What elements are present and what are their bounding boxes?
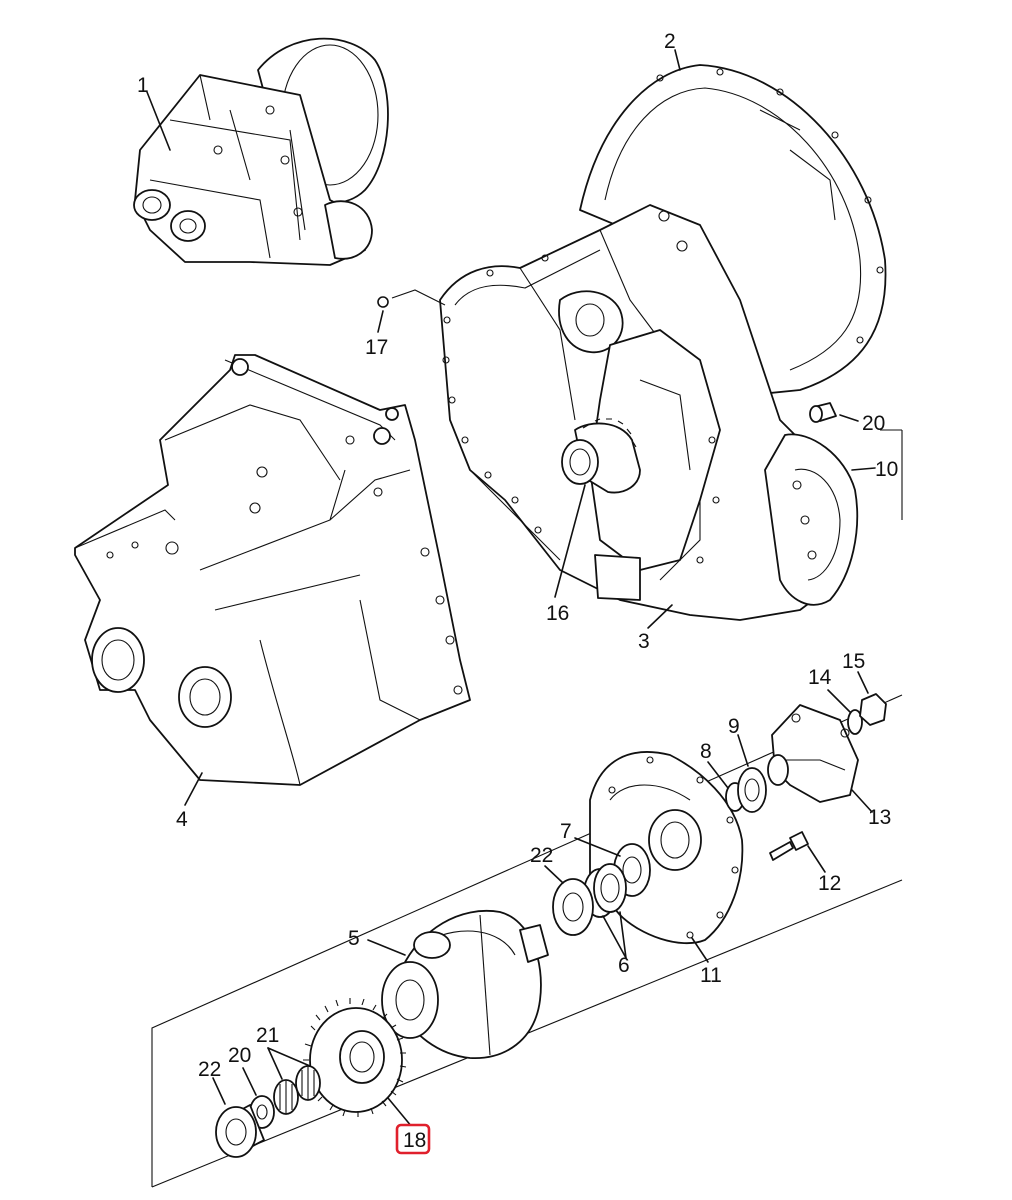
label-14: 14: [808, 666, 832, 689]
label-18-highlight: 18: [395, 1123, 431, 1155]
label-6: 6: [618, 954, 630, 977]
part-21-needle-bearings: [267, 1047, 321, 1115]
label-20-lower: 20: [228, 1044, 251, 1067]
part-15-nut: [857, 671, 887, 726]
part-5-differential-housing: [367, 910, 549, 1059]
leader-10: [851, 467, 876, 471]
part-9-bearing: [737, 734, 767, 813]
label-18: 18: [403, 1129, 426, 1152]
label-4: 4: [176, 808, 188, 831]
part-16-gear: [554, 418, 641, 598]
part-1-assembly: [133, 37, 389, 266]
part-20-dowel-pin-upper: [809, 402, 859, 423]
part-18-gear: [303, 998, 413, 1128]
part-22-bearing-left: [212, 1077, 265, 1158]
label-2: 2: [664, 30, 676, 53]
label-13: 13: [868, 806, 891, 829]
label-22-right: 22: [530, 844, 553, 867]
label-22-left: 22: [198, 1058, 221, 1081]
label-5: 5: [348, 927, 360, 950]
part-13-output-flange: [767, 704, 873, 813]
part-22-bearing-right: [544, 865, 594, 936]
label-7: 7: [560, 820, 572, 843]
part-11-output-housing: [589, 751, 744, 963]
label-15: 15: [842, 650, 865, 673]
label-17: 17: [365, 336, 388, 359]
part-4-transfer-housing: [74, 354, 471, 806]
label-20-upper: 20: [862, 412, 885, 435]
label-21: 21: [256, 1024, 279, 1047]
label-11: 11: [700, 964, 722, 987]
part-2-bell-housing: [579, 49, 887, 396]
part-14-washer: [827, 689, 863, 735]
label-16: 16: [546, 602, 569, 625]
part-17-o-ring: [377, 289, 446, 333]
label-3: 3: [638, 630, 650, 653]
label-12: 12: [818, 872, 841, 895]
label-9: 9: [728, 715, 740, 738]
part-12-bolt: [769, 831, 826, 873]
label-10: 10: [875, 458, 898, 481]
label-1: 1: [137, 74, 149, 97]
label-8: 8: [700, 740, 712, 763]
